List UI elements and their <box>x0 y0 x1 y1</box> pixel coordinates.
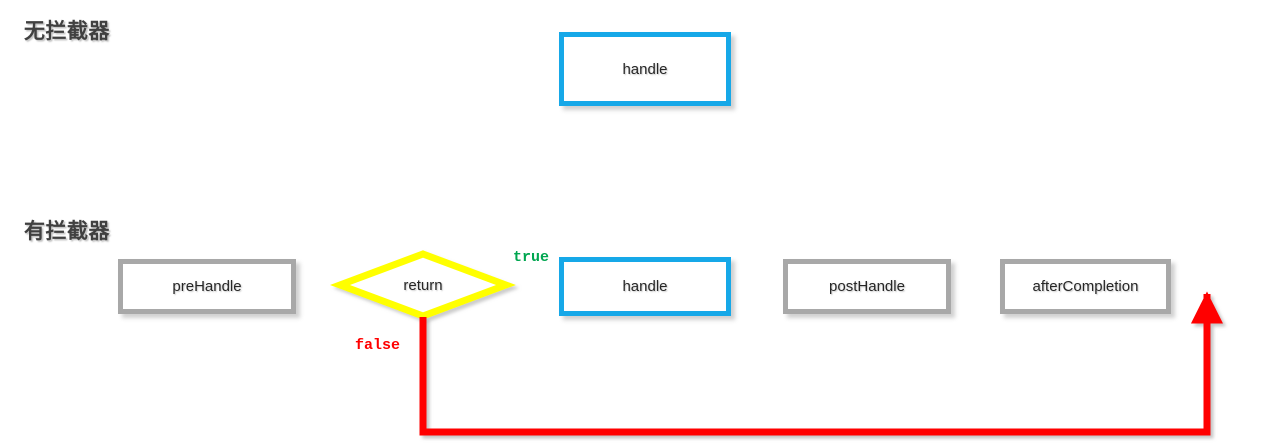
node-posthandle[interactable]: postHandle <box>783 259 951 314</box>
node-handle-top[interactable]: handle <box>559 32 731 106</box>
node-handle-bottom[interactable]: handle <box>559 257 731 316</box>
section-title-no-interceptor: 无拦截器 <box>24 20 110 43</box>
edge-label-true: true <box>513 249 550 266</box>
edge-label-false: false <box>355 337 401 354</box>
node-posthandle-label: postHandle <box>829 278 905 295</box>
node-handle-top-label: handle <box>622 60 668 78</box>
node-aftercompletion-label: afterCompletion <box>1032 278 1139 295</box>
node-handle-bottom-label: handle <box>622 278 668 295</box>
node-aftercompletion[interactable]: afterCompletion <box>1000 259 1171 314</box>
diamond-shape <box>329 250 517 320</box>
node-prehandle-label: preHandle <box>172 278 242 295</box>
edge-return-false-loop <box>419 291 1224 436</box>
node-prehandle[interactable]: preHandle <box>118 259 296 314</box>
section-title-with-interceptor: 有拦截器 <box>24 220 110 243</box>
